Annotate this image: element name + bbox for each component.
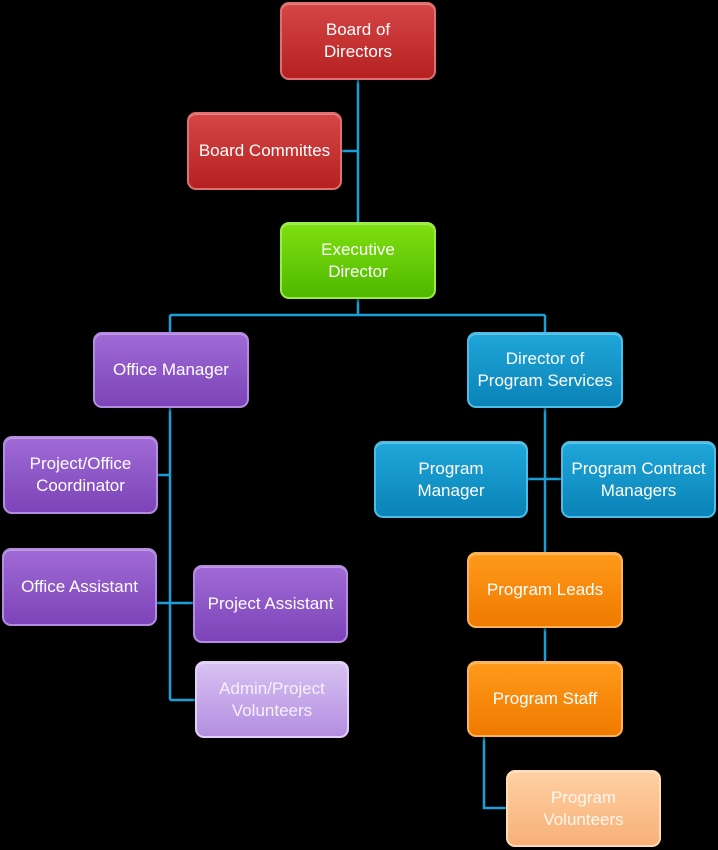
node-board-committees[interactable]: Board Committes bbox=[187, 112, 342, 190]
admin-project-volunteers-line2: Volunteers bbox=[231, 700, 313, 720]
director-program-services-line1: Director of bbox=[505, 349, 585, 368]
project-office-coordinator-line1: Project/Office bbox=[29, 454, 132, 473]
node-admin-project-volunteers[interactable]: Admin/Project Volunteers bbox=[195, 661, 349, 738]
node-project-office-coordinator[interactable]: Project/Office Coordinator bbox=[3, 436, 158, 514]
node-office-manager[interactable]: Office Manager bbox=[93, 332, 249, 408]
director-program-services-line2: Program Services bbox=[477, 371, 613, 390]
program-staff-label: Program Staff bbox=[492, 689, 598, 708]
program-contract-managers-line1: Program Contract bbox=[571, 458, 706, 478]
executive-director-line1: Executive bbox=[321, 239, 395, 259]
office-assistant-label: Office Assistant bbox=[21, 577, 138, 596]
program-volunteers-line2: Volunteers bbox=[543, 809, 624, 829]
node-program-volunteers[interactable]: Program Volunteers bbox=[506, 770, 661, 847]
program-leads-label: Program Leads bbox=[486, 580, 604, 599]
node-office-assistant[interactable]: Office Assistant bbox=[2, 548, 157, 626]
program-contract-managers-line2: Managers bbox=[600, 480, 677, 500]
project-office-coordinator-line2: Coordinator bbox=[36, 476, 125, 495]
program-volunteers-line1: Program bbox=[550, 787, 617, 807]
node-board-of-directors[interactable]: Board of Directors bbox=[280, 2, 436, 80]
board-of-directors-line1: Board of bbox=[325, 20, 391, 39]
office-manager-label: Office Manager bbox=[113, 360, 229, 379]
project-assistant-label: Project Assistant bbox=[207, 594, 334, 613]
board-committees-label: Board Committes bbox=[198, 141, 331, 160]
board-of-directors-line2: Directors bbox=[323, 42, 392, 61]
node-program-leads[interactable]: Program Leads bbox=[467, 552, 623, 628]
program-manager-line1: Program bbox=[418, 458, 484, 478]
admin-project-volunteers-line1: Admin/Project bbox=[219, 678, 325, 698]
node-executive-director[interactable]: Executive Director bbox=[280, 222, 436, 299]
program-manager-line2: Manager bbox=[417, 480, 485, 500]
node-program-manager[interactable]: Program Manager bbox=[374, 441, 528, 518]
node-project-assistant[interactable]: Project Assistant bbox=[193, 565, 348, 643]
node-director-program-services[interactable]: Director of Program Services bbox=[467, 332, 623, 408]
executive-director-line2: Director bbox=[328, 261, 388, 281]
node-program-contract-managers[interactable]: Program Contract Managers bbox=[561, 441, 716, 518]
connector-staff-volunteers bbox=[482, 737, 506, 810]
node-program-staff[interactable]: Program Staff bbox=[467, 661, 623, 737]
